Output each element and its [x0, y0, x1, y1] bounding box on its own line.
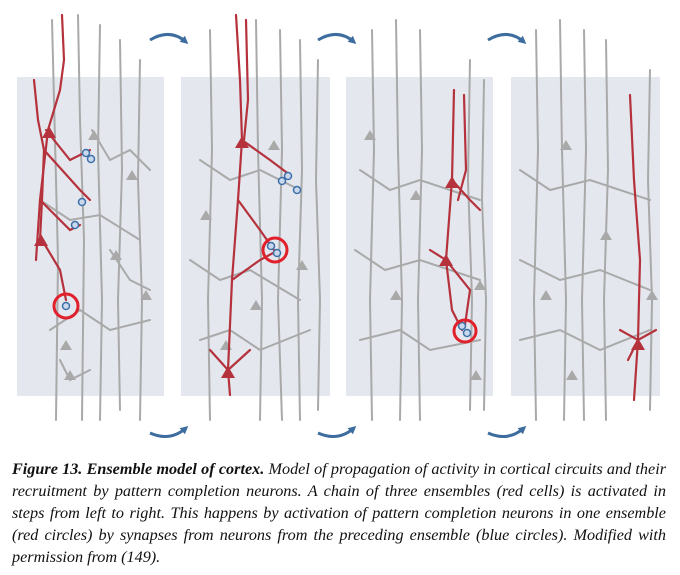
highlight-red-circle	[52, 292, 80, 320]
synapse-circle	[283, 171, 293, 181]
synapse-circle	[266, 241, 276, 251]
highlight-red-circle	[452, 318, 478, 344]
panel-3-gray-neurons	[354, 19, 488, 421]
panel-2-synapses	[266, 171, 302, 258]
figure-caption: Figure 13. Ensemble model of cortex. Mod…	[12, 458, 666, 568]
panel-4-red-somas	[631, 338, 645, 350]
synapse-circle	[272, 248, 282, 258]
panel-3-synapses	[457, 321, 472, 338]
curved-arrow-icon	[487, 33, 527, 44]
highlight-red-circle	[261, 236, 289, 264]
panel-4-gray-neurons	[519, 19, 654, 421]
synapse-circle	[462, 328, 472, 338]
curved-arrow-icon	[317, 426, 357, 439]
panel-1-synapses	[61, 148, 96, 311]
panel-1-gray-somas	[60, 130, 152, 380]
arrows-bottom	[149, 426, 527, 439]
synapse-circle	[457, 321, 467, 331]
synapse-circle	[81, 148, 91, 158]
panel-1-red-somas	[34, 126, 56, 246]
synapse-circle	[77, 197, 87, 207]
synapse-circle	[292, 185, 302, 195]
panel-2-background	[181, 77, 330, 396]
panel-1-gray-neurons	[39, 14, 151, 421]
curved-arrow-icon	[317, 33, 357, 44]
arrows-top	[149, 33, 527, 44]
synapse-circle	[61, 301, 71, 311]
panel-1-red-neurons	[32, 13, 92, 302]
curved-arrow-icon	[487, 426, 527, 439]
caption-text: Model of propagation of activity in cort…	[12, 460, 666, 566]
panel-3-gray-somas	[364, 130, 486, 380]
panel-2-gray-neurons	[189, 19, 322, 421]
synapse-circle	[86, 154, 96, 164]
ensemble-figure	[17, 13, 660, 439]
panel-2-red-somas	[221, 136, 249, 378]
curved-arrow-icon	[149, 33, 189, 44]
synapse-circle	[277, 176, 287, 186]
curved-arrow-icon	[149, 426, 189, 439]
caption-label: Figure 13. Ensemble model of cortex.	[12, 460, 265, 478]
synapse-circle	[70, 220, 80, 230]
panel-4-gray-somas	[540, 140, 658, 380]
panel-3-red-somas	[439, 176, 459, 266]
